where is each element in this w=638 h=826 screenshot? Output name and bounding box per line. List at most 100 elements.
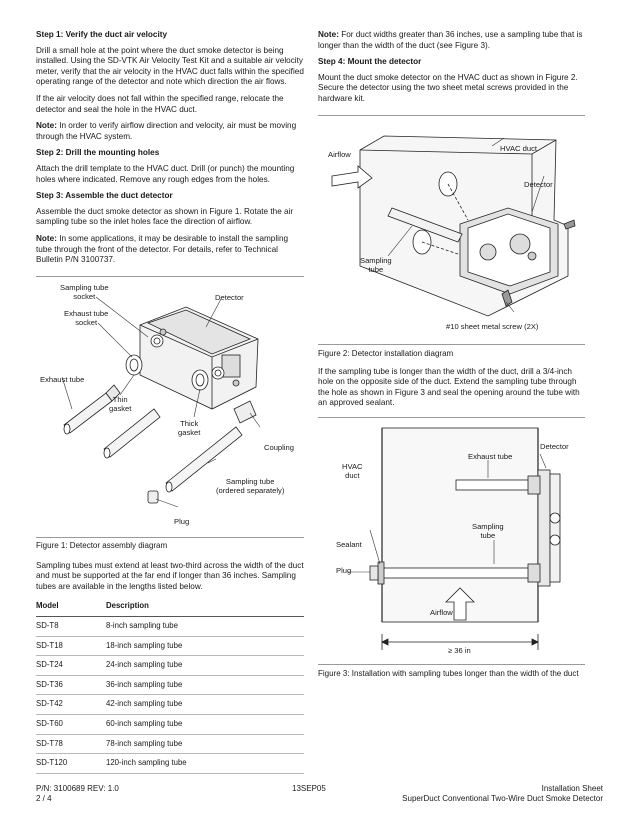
label-sampling-tube-socket: Sampling tube socket <box>60 283 109 301</box>
label-thick-gasket: Thick gasket <box>178 419 200 437</box>
cell-description: 42-inch sampling tube <box>106 694 304 716</box>
label-airflow: Airflow <box>328 150 351 159</box>
footer-left: P/N: 3100689 REV: 1.0 2 / 4 <box>36 784 119 804</box>
cell-description: 120-inch sampling tube <box>106 753 304 774</box>
page-number: 2 / 4 <box>36 794 52 803</box>
cell-model: SD-T120 <box>36 753 106 774</box>
cell-description: 60-inch sampling tube <box>106 714 304 735</box>
label-text: Thin gasket <box>109 394 132 413</box>
figure-1-assembly-diagram: Sampling tube socket Detector Exhaust tu… <box>36 277 304 533</box>
label-text: Exhaust tube <box>468 451 513 461</box>
label-sampling-tube: Sampling tube <box>360 256 392 274</box>
step3-note: Note: In some applications, it may be de… <box>36 234 304 266</box>
label-text: Detector <box>540 441 569 451</box>
label-sealant: Sealant <box>336 540 362 549</box>
cell-description: 8-inch sampling tube <box>106 616 304 637</box>
label-dimension: ≥ 36 in <box>446 645 473 655</box>
extend-tube-paragraph: If the sampling tube is longer than the … <box>318 366 580 408</box>
label-sampling-tube: Sampling tube <box>472 522 504 540</box>
label-text: Detector <box>215 292 244 302</box>
label-thin-gasket: Thin gasket <box>109 395 131 413</box>
cell-model: SD-T8 <box>36 616 106 637</box>
document-date: 13SEP05 <box>292 784 326 793</box>
label-hvac-duct: HVAC duct <box>500 144 537 153</box>
cell-model: SD-T18 <box>36 636 106 657</box>
figure-3-drawing <box>348 427 561 650</box>
figure-1-drawing <box>61 296 261 507</box>
label-text: #10 sheet metal screw (2X) <box>446 321 539 331</box>
label-exhaust-tube: Exhaust tube <box>468 452 512 461</box>
label-coupling: Coupling <box>264 443 294 452</box>
label-text: ≥ 36 in <box>448 645 471 655</box>
label-text: HVAC duct <box>500 143 537 153</box>
label-text: Sampling tube socket <box>60 282 109 301</box>
label-text: Thick gasket <box>178 418 201 437</box>
step4-paragraph: Mount the duct smoke detector on the HVA… <box>318 72 578 103</box>
label-text: Sampling tube (ordered separately) <box>216 476 285 495</box>
label-airflow: Airflow <box>430 608 453 617</box>
label-text: Detector <box>524 179 553 189</box>
cell-model: SD-T24 <box>36 655 106 676</box>
step1-paragraph-1: Drill a small hole at the point where th… <box>36 45 304 87</box>
label-text: HVAC duct <box>342 461 363 480</box>
note-text: In order to verify airflow direction and… <box>36 121 297 141</box>
left-column: Step 1: Verify the duct air velocity Dri… <box>36 30 304 774</box>
note-label: Note: <box>36 121 57 131</box>
label-text: Airflow <box>328 149 351 159</box>
figure-1-caption: Figure 1: Detector assembly diagram <box>36 540 168 550</box>
cell-model: SD-T36 <box>36 675 106 696</box>
label-text: Sealant <box>336 539 362 549</box>
label-plug: Plug <box>336 566 351 575</box>
cell-description: 18-inch sampling tube <box>106 636 304 657</box>
label-text: Exhaust tube socket <box>64 308 109 327</box>
step2-heading: Step 2: Drill the mounting holes <box>36 148 160 158</box>
cell-description: 36-inch sampling tube <box>106 675 304 696</box>
part-number: P/N: 3100689 REV: 1.0 <box>36 784 119 793</box>
cell-model: SD-T42 <box>36 694 106 716</box>
divider <box>318 343 585 345</box>
label-text: Sampling tube <box>360 255 392 274</box>
step1-heading: Step 1: Verify the duct air velocity <box>36 30 168 39</box>
step2-paragraph: Attach the drill template to the HVAC du… <box>36 163 295 184</box>
note-label: Note: <box>36 233 57 243</box>
label-text: Plug <box>336 565 352 575</box>
label-sampling-tube: Sampling tube (ordered separately) <box>216 477 284 495</box>
step1-paragraph-2: If the air velocity does not fall within… <box>36 93 284 114</box>
label-detector: Detector <box>540 442 569 451</box>
label-hvac-duct: HVAC duct <box>342 462 363 480</box>
cell-model: SD-T78 <box>36 734 106 755</box>
step4-heading: Step 4: Mount the detector <box>318 57 422 67</box>
divider <box>36 536 304 538</box>
note-text: For duct widths greater than 36 inches, … <box>318 30 583 50</box>
note-label: Note: <box>318 30 339 39</box>
figure-2-caption: Figure 2: Detector installation diagram <box>318 348 454 358</box>
step3-heading: Step 3: Assemble the duct detector <box>36 191 173 201</box>
column-header-description: Description <box>106 598 304 618</box>
cell-description: 78-inch sampling tube <box>106 734 304 755</box>
divider <box>318 663 585 665</box>
document-title: SuperDuct Conventional Two-Wire Duct Smo… <box>402 794 603 803</box>
column-header-model: Model <box>36 598 106 618</box>
figure-2-drawing <box>331 135 576 316</box>
label-text: Coupling <box>264 442 294 452</box>
duct-width-note: Note: For duct widths greater than 36 in… <box>318 30 585 51</box>
label-detector: Detector <box>215 293 244 302</box>
figure-3-long-tube-diagram: Detector Exhaust tube HVAC duct Sampling… <box>318 418 585 662</box>
label-text: Plug <box>174 516 190 526</box>
divider <box>36 275 304 277</box>
label-text: Sampling tube <box>472 521 504 540</box>
footer-right: Installation Sheet SuperDuct Conventiona… <box>340 784 603 804</box>
label-text: Exhaust tube <box>40 374 85 384</box>
cell-model: SD-T60 <box>36 714 106 735</box>
figure-2-installation-diagram: Airflow HVAC duct Detector Sampling tube… <box>318 116 585 338</box>
table-header-row: Model Description <box>36 598 304 618</box>
footer-center: 13SEP05 <box>292 784 326 794</box>
